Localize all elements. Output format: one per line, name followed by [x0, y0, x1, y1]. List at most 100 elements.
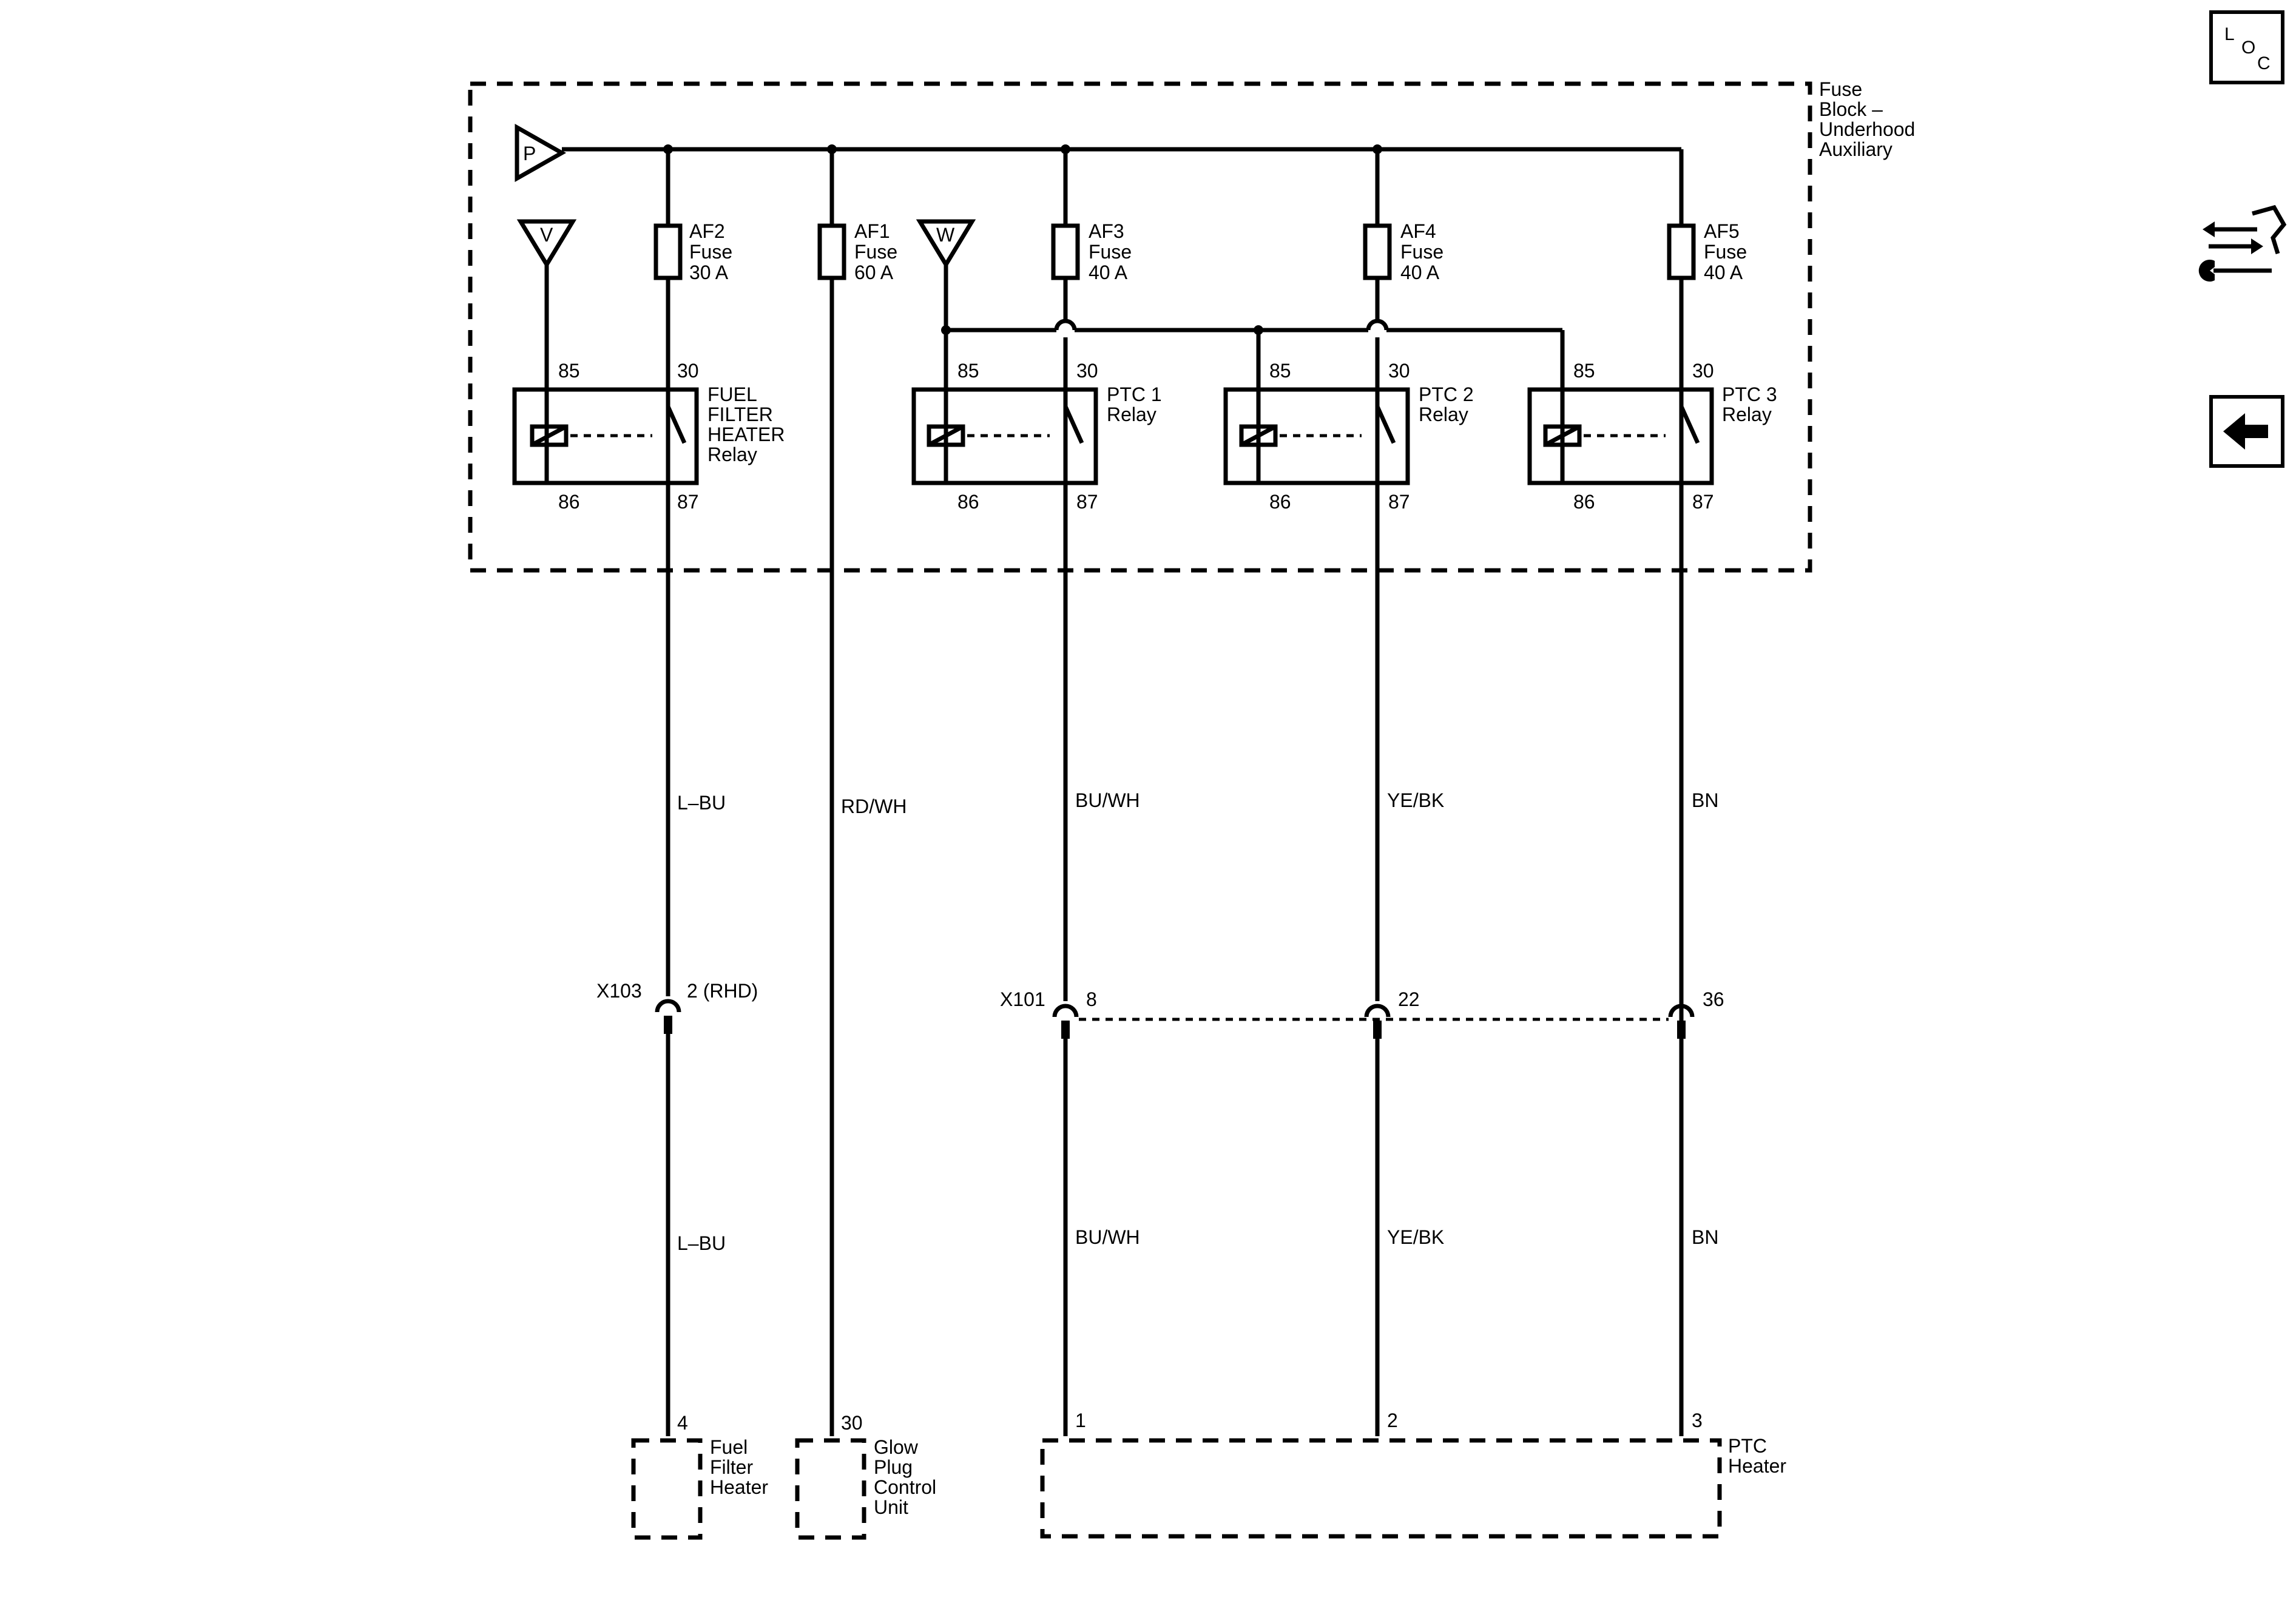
- relay-pin-30: 30: [1076, 360, 1098, 382]
- connector-male-pin: [1373, 1021, 1382, 1039]
- loc-letter-c: C: [2257, 53, 2271, 73]
- fuse-type: Fuse: [1400, 241, 1443, 263]
- relay-pin-85: 85: [1573, 360, 1595, 382]
- fuse-af1: [817, 223, 846, 280]
- fuse-af3-label: AF3 Fuse 40 A: [1089, 220, 1132, 283]
- wire-color-label: L–BU: [677, 1232, 726, 1254]
- wire-color-label: BN: [1692, 789, 1718, 811]
- fuse-rating: 40 A: [1400, 262, 1440, 283]
- component-fuel-filter-heater: 4 Fuel Filter Heater: [631, 1412, 768, 1540]
- fuse-type: Fuse: [1704, 241, 1747, 263]
- component-pin: 30: [841, 1412, 863, 1434]
- terminal-w-symbol: [916, 219, 976, 269]
- fuse-af4: [1363, 223, 1392, 280]
- component-pin: 1: [1075, 1409, 1086, 1431]
- fuse-af1-label: AF1 Fuse 60 A: [854, 220, 897, 283]
- component-outline: [795, 1438, 866, 1540]
- fuse-af5: [1667, 223, 1696, 280]
- relay-pin-87: 87: [677, 491, 699, 513]
- terminal-w-label: W: [936, 224, 955, 246]
- back-button[interactable]: [2209, 395, 2284, 468]
- relay-label-line2: FILTER: [707, 403, 773, 425]
- fuse-block-label-line4: Auxiliary: [1819, 138, 1893, 160]
- connector-male-pin: [664, 1016, 672, 1034]
- relay-pin-30: 30: [1388, 360, 1410, 382]
- terminal-p-label: P: [523, 143, 536, 164]
- terminal-v-symbol: [516, 219, 577, 269]
- wire-crossover-jump: [1054, 319, 1077, 331]
- fuse-rating: 30 A: [689, 262, 729, 283]
- relay-pin-86: 86: [1573, 491, 1595, 513]
- wire-color-label: YE/BK: [1387, 789, 1444, 811]
- connector-female-cup: [1052, 1004, 1079, 1018]
- connector-male-pin: [1677, 1021, 1686, 1039]
- back-button-frame: [2209, 395, 2284, 468]
- connector-name: X101: [1000, 988, 1045, 1010]
- relay-switch-contact: [1375, 405, 1396, 444]
- component-label-line2: Plug: [874, 1456, 913, 1478]
- component-label-line3: Control: [874, 1476, 936, 1498]
- relay-label-line1: FUEL: [707, 383, 757, 405]
- wire-color-label: BU/WH: [1075, 1226, 1140, 1248]
- connector-pin: 36: [1703, 988, 1724, 1010]
- relay-box: [1223, 387, 1410, 485]
- relay-label-line1: PTC 3: [1722, 383, 1777, 405]
- relay-ptc1: 85 30 86 87 PTC 1 Relay: [911, 360, 1162, 513]
- wire-crossover-jump: [1366, 319, 1389, 331]
- fuse-rating: 60 A: [854, 262, 894, 283]
- fuse-rating: 40 A: [1089, 262, 1128, 283]
- component-pin: 2: [1387, 1409, 1398, 1431]
- terminal-v-label: V: [540, 224, 553, 246]
- relay-ptc3: 85 30 86 87 PTC 3 Relay: [1527, 360, 1777, 513]
- relay-box: [911, 387, 1098, 485]
- relay-label-line1: PTC 2: [1419, 383, 1474, 405]
- relay-pin-30: 30: [1692, 360, 1714, 382]
- fuse-rating: 40 A: [1704, 262, 1743, 283]
- component-ptc-heater: 1 2 3 PTC Heater: [1040, 1409, 1786, 1539]
- relay-coil-slash: [928, 424, 964, 447]
- relay-switch-contact: [1063, 405, 1084, 444]
- component-label-line4: Unit: [874, 1496, 908, 1518]
- connector-x101: X101 8 22 36: [1000, 988, 1724, 1039]
- relay-switch-contact: [666, 405, 687, 444]
- relay-label-line2: Relay: [1722, 403, 1772, 425]
- component-label-line1: Fuel: [710, 1436, 748, 1458]
- fuse-block-label-line1: Fuse: [1819, 78, 1862, 100]
- fuse-af2: [653, 223, 683, 280]
- connector-pin: 8: [1086, 988, 1097, 1010]
- component-pin: 4: [677, 1412, 688, 1434]
- relay-label-line1: PTC 1: [1107, 383, 1162, 405]
- relay-coil-slash: [1240, 424, 1277, 447]
- component-glow-plug-control-unit: 30 Glow Plug Control Unit: [795, 1412, 936, 1540]
- component-label-line2: Heater: [1728, 1455, 1786, 1477]
- fuse-name: AF1: [854, 220, 890, 242]
- relay-pin-87: 87: [1076, 491, 1098, 513]
- service-info-icon: [2198, 204, 2287, 282]
- component-pin: 3: [1692, 1409, 1703, 1431]
- relay-pin-86: 86: [957, 491, 979, 513]
- relay-pin-86: 86: [558, 491, 580, 513]
- fuse-block-label-line3: Underhood: [1819, 118, 1915, 140]
- relay-pin-30: 30: [677, 360, 699, 382]
- fuse-af2-label: AF2 Fuse 30 A: [689, 220, 732, 283]
- service-info-button[interactable]: [2198, 204, 2287, 282]
- wire-color-label: L–BU: [677, 792, 726, 814]
- relay-switch-contact: [1679, 405, 1700, 444]
- relay-pin-87: 87: [1692, 491, 1714, 513]
- fuse-block-label: Fuse Block – Underhood Auxiliary: [1819, 78, 1915, 160]
- relay-ptc2: 85 30 86 87 PTC 2 Relay: [1223, 360, 1474, 513]
- connector-pin: 22: [1398, 988, 1420, 1010]
- connector-pin: 2 (RHD): [687, 980, 758, 1002]
- loc-button[interactable]: L O C: [2209, 10, 2284, 84]
- relay-box: [512, 387, 699, 485]
- relay-coil-slash: [531, 424, 567, 447]
- connector-female-cup: [1668, 1004, 1695, 1018]
- fuse-name: AF5: [1704, 220, 1740, 242]
- relay-pin-85: 85: [957, 360, 979, 382]
- fuse-block-boundary: [468, 81, 1812, 573]
- back-arrow-icon: [2223, 413, 2268, 450]
- connector-male-pin: [1061, 1021, 1070, 1039]
- connector-name: X103: [596, 980, 642, 1002]
- relay-pin-85: 85: [558, 360, 580, 382]
